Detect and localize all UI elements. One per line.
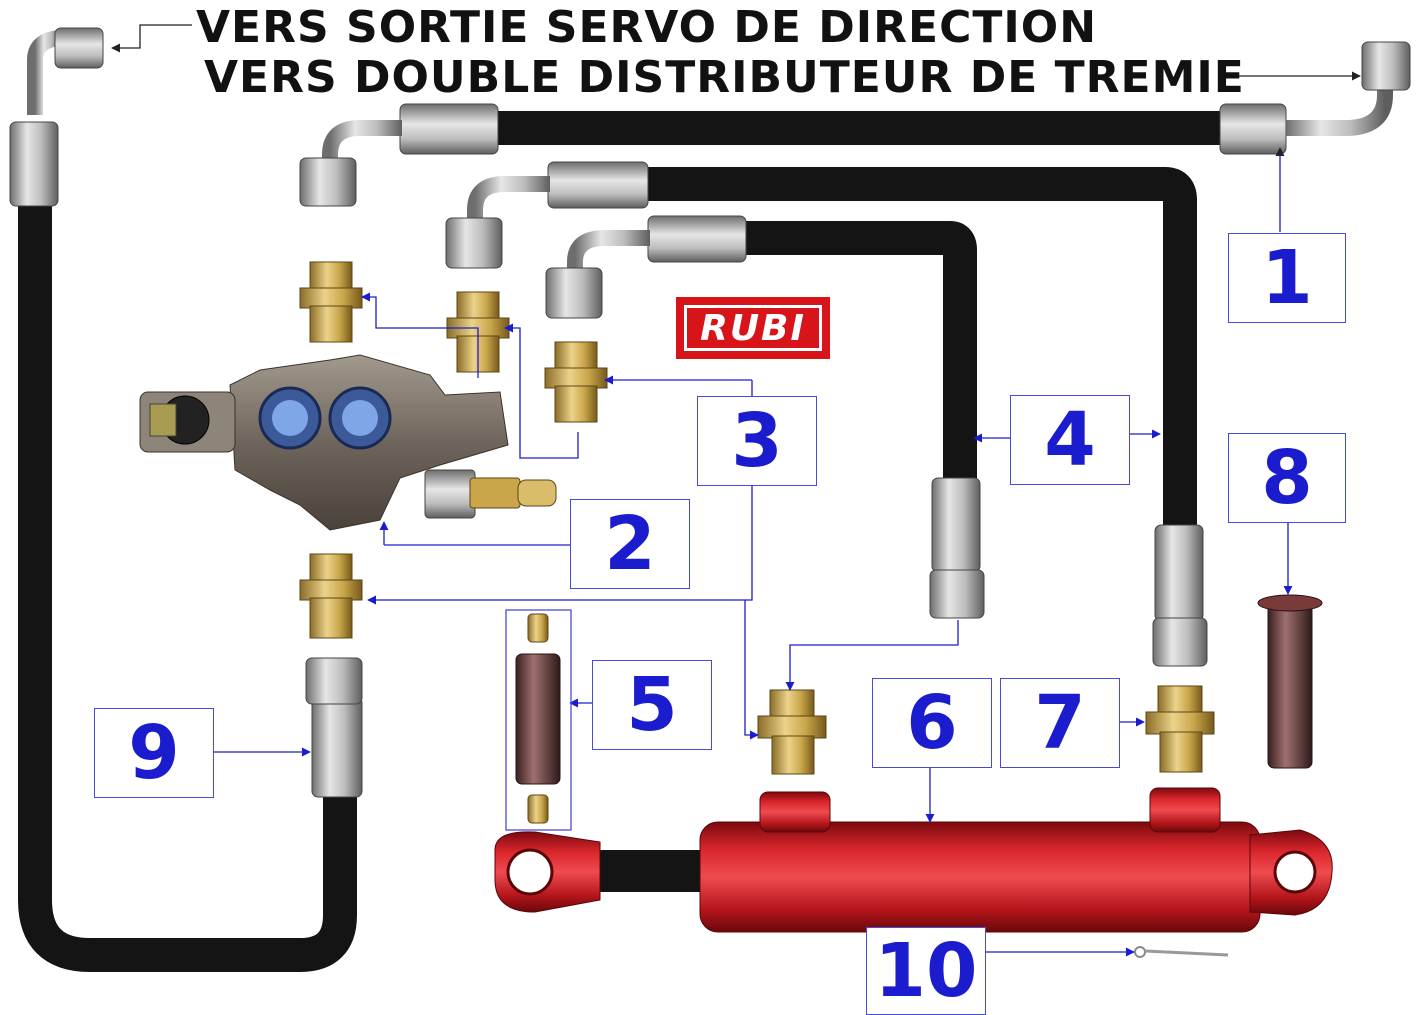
leader-lines [111, 24, 1361, 957]
cotter-pin-10 [1134, 946, 1229, 958]
logo-text: RUBI [700, 307, 806, 349]
title-servo-direction: VERS SORTIE SERVO DE DIRECTION [196, 2, 1098, 53]
adapter-fitting [1145, 685, 1215, 773]
adapter-fitting [757, 689, 827, 775]
pivot-pin-8 [1257, 594, 1323, 769]
adapter-fitting [299, 261, 363, 343]
callout-10: 10 [866, 927, 986, 1015]
rubi-logo: RUBI [676, 297, 830, 359]
hose-4-short [545, 215, 985, 619]
title-double-distributeur: VERS DOUBLE DISTRIBUTEUR DE TREMIE [204, 52, 1245, 103]
control-valve [139, 354, 557, 531]
axle-pin-5 [515, 613, 561, 824]
callout-9: 9 [94, 708, 214, 798]
hydraulic-cylinder-6 [494, 787, 1333, 933]
hose-9 [9, 27, 363, 972]
callout-1: 1 [1228, 233, 1346, 323]
callout-8: 8 [1228, 433, 1346, 523]
callout-7: 7 [1000, 678, 1120, 768]
adapter-fitting [299, 553, 363, 639]
callout-2: 2 [570, 499, 690, 589]
hose-1 [299, 41, 1411, 207]
callout-5: 5 [592, 660, 712, 750]
callout-4: 4 [1010, 395, 1130, 485]
hose-4-long [445, 161, 1208, 667]
callout-6: 6 [872, 678, 992, 768]
callout-3: 3 [697, 396, 817, 486]
adapter-fitting [544, 341, 608, 423]
